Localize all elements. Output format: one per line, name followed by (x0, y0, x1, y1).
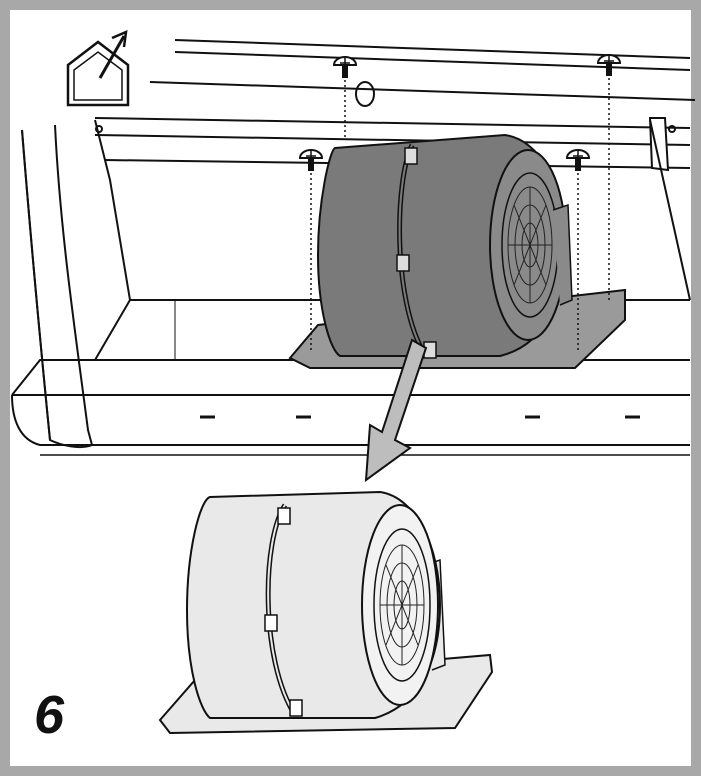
screw-icon (596, 54, 622, 302)
motor-mounted (288, 133, 626, 369)
fan-grille (507, 186, 553, 304)
removal-arrow-icon (364, 338, 428, 483)
fan-grille (379, 544, 425, 666)
screws (298, 54, 622, 352)
motor-removed (158, 490, 494, 735)
screw-icon (298, 149, 324, 352)
ducted-exhaust-icon (66, 29, 130, 107)
screw-icon (332, 56, 358, 140)
screw-icon (565, 149, 591, 350)
step-number: 6 (34, 685, 65, 745)
